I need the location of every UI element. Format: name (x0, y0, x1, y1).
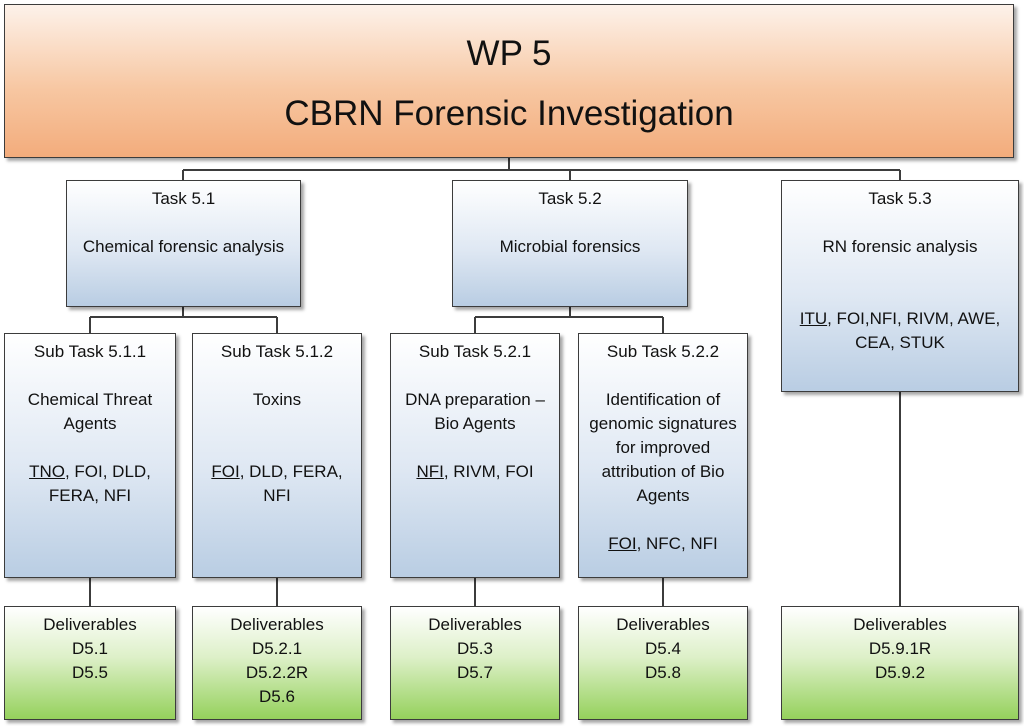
subtask-box-5-2-2: Sub Task 5.2.2 Identification of genomic… (578, 333, 748, 578)
subtask-label: Sub Task 5.2.2 (606, 342, 720, 361)
deliverables-box-5-2-2: Deliverables D5.4 D5.8 (578, 606, 748, 720)
subtask-title-line: Agents (63, 414, 117, 433)
deliverable-item: D5.1 (72, 639, 108, 658)
subtask-title-line: Identification of (605, 390, 721, 409)
subtask-box-5-2-1: Sub Task 5.2.1 DNA preparation – Bio Age… (390, 333, 560, 578)
wp-title: CBRN Forensic Investigation (284, 94, 734, 133)
subtask-title-line: DNA preparation – (405, 390, 545, 409)
subtask-title-line: Agents (636, 486, 690, 505)
deliverable-item: D5.9.1R (868, 639, 932, 658)
deliverable-item: D5.3 (457, 639, 493, 658)
task-title: Microbial forensics (499, 237, 641, 256)
partner-list: , FOI, DLD, (64, 462, 151, 481)
subtask-title-line: Chemical Threat (27, 390, 153, 409)
subtask-partners: FOI, DLD, FERA, NFI (197, 460, 357, 508)
task-label: Task 5.2 (538, 189, 602, 208)
deliverables-box-5-2-1: Deliverables D5.3 D5.7 (390, 606, 560, 720)
lead-partner: FOI (211, 462, 240, 481)
wp-header-box: WP 5 CBRN Forensic Investigation (4, 4, 1014, 158)
deliverables-label: Deliverables (616, 615, 710, 634)
deliverables-box-5-1-2: Deliverables D5.2.1 D5.2.2R D5.6 (192, 606, 362, 720)
deliverables-label: Deliverables (43, 615, 137, 634)
subtask-title-line: Toxins (252, 390, 302, 409)
task-label: Task 5.1 (151, 189, 216, 208)
task-label: Task 5.3 (868, 189, 932, 208)
lead-partner: ITU (799, 309, 828, 328)
subtask-partners: NFI, RIVM, FOI (395, 460, 555, 484)
deliverable-item: D5.8 (645, 663, 681, 682)
task-box-5-1: Task 5.1 Chemical forensic analysis (66, 180, 301, 307)
task-box-5-3: Task 5.3 RN forensic analysis ITU, FOI,N… (781, 180, 1019, 392)
partner-list: , RIVM, FOI (443, 462, 534, 481)
wp-id: WP 5 (466, 34, 552, 73)
deliverables-box-5-3: Deliverables D5.9.1R D5.9.2 (781, 606, 1019, 720)
partner-list: , FOI,NFI, RIVM, AWE, (827, 309, 1001, 328)
deliverable-item: D5.6 (259, 687, 295, 706)
deliverables-label: Deliverables (428, 615, 522, 634)
deliverable-item: D5.2.1 (251, 639, 303, 658)
deliverable-item: D5.7 (457, 663, 493, 682)
lead-partner: TNO (29, 462, 65, 481)
subtask-title-line: genomic signatures (589, 414, 737, 433)
subtask-label: Sub Task 5.1.2 (220, 342, 334, 361)
subtask-partners: FOI, NFC, NFI (583, 532, 743, 556)
deliverables-box-5-1-1: Deliverables D5.1 D5.5 (4, 606, 176, 720)
subtask-title-line: Bio Agents (434, 414, 516, 433)
lead-partner: FOI (608, 534, 637, 553)
subtask-title-line: attribution of Bio (601, 462, 725, 481)
task-box-5-2: Task 5.2 Microbial forensics (452, 180, 688, 307)
deliverable-item: D5.4 (645, 639, 681, 658)
deliverable-item: D5.5 (72, 663, 108, 682)
subtask-partners-line2: FERA, NFI (48, 486, 132, 505)
task-partners-line2: CEA, STUK (855, 333, 945, 352)
lead-partner: NFI (416, 462, 444, 481)
deliverables-label: Deliverables (853, 615, 947, 634)
task-partners: ITU, FOI,NFI, RIVM, AWE, (786, 307, 1014, 331)
deliverables-label: Deliverables (230, 615, 324, 634)
subtask-label: Sub Task 5.2.1 (418, 342, 532, 361)
partner-list: , DLD, FERA, NFI (239, 462, 343, 505)
subtask-label: Sub Task 5.1.1 (33, 342, 147, 361)
subtask-title-line: for improved (615, 438, 711, 457)
subtask-partners: TNO, FOI, DLD, (9, 460, 171, 484)
subtask-box-5-1-1: Sub Task 5.1.1 Chemical Threat Agents TN… (4, 333, 176, 578)
task-title: RN forensic analysis (822, 237, 978, 256)
partner-list: , NFC, NFI (636, 534, 718, 553)
deliverable-item: D5.2.2R (245, 663, 309, 682)
subtask-box-5-1-2: Sub Task 5.1.2 Toxins FOI, DLD, FERA, NF… (192, 333, 362, 578)
deliverable-item: D5.9.2 (874, 663, 926, 682)
task-title: Chemical forensic analysis (82, 237, 285, 256)
